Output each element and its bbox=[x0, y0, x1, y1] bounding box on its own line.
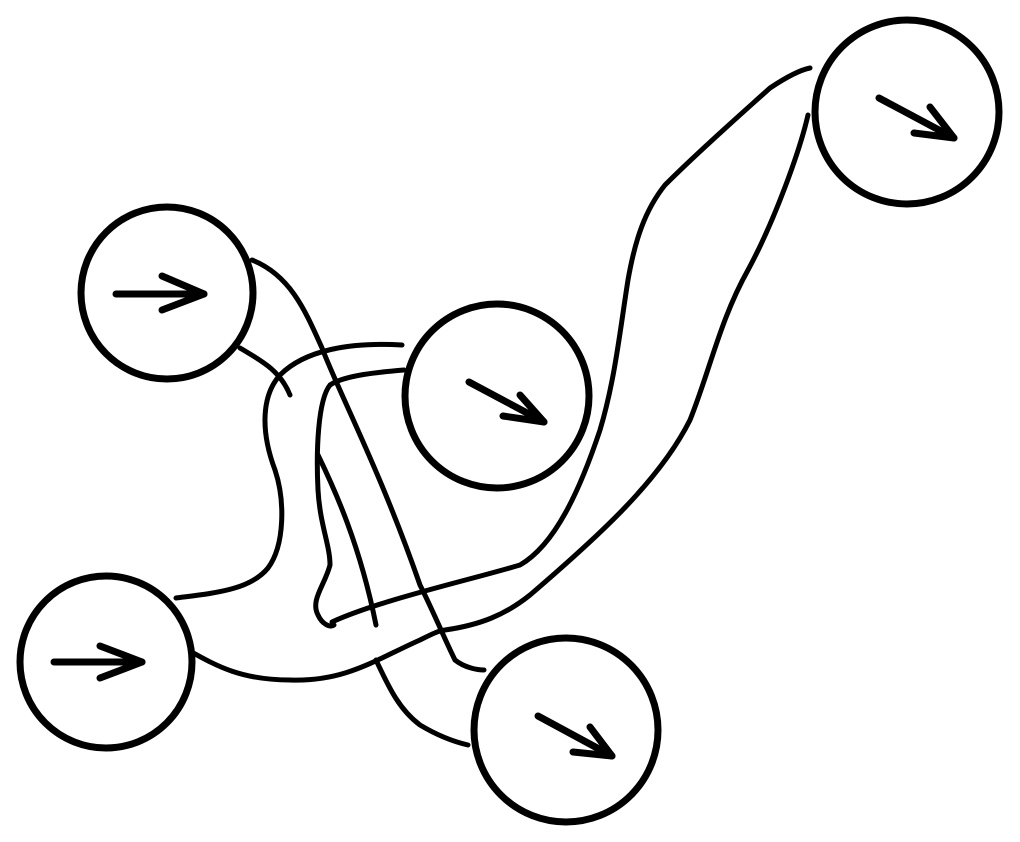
connector-inner-loop bbox=[313, 367, 407, 629]
node-bottom-center bbox=[470, 634, 662, 826]
connector-left-upper-to-bottom-center-d bbox=[373, 657, 471, 748]
node-left-upper bbox=[77, 203, 257, 383]
node-top-right bbox=[811, 16, 1003, 208]
connector-bottom-left-to-top-right-a bbox=[185, 112, 811, 683]
arrow-down-right-icon bbox=[875, 94, 958, 142]
connector-bottom-left-to-center bbox=[173, 341, 405, 601]
arrow-down-right-icon bbox=[534, 712, 616, 760]
node-bottom-left bbox=[16, 572, 196, 752]
arrow-down-right-icon bbox=[465, 378, 548, 426]
connector-bottom-left-to-top-right-b bbox=[329, 65, 813, 625]
arrow-right-icon bbox=[112, 272, 208, 314]
connectors bbox=[173, 65, 813, 748]
arrow-right-icon bbox=[50, 642, 146, 682]
connector-left-upper-to-bottom-center-c bbox=[315, 452, 379, 628]
connector-left-upper-to-bottom-center-a bbox=[249, 257, 487, 673]
connector-left-upper-to-bottom-center-b bbox=[237, 345, 293, 398]
node-center bbox=[401, 300, 593, 492]
